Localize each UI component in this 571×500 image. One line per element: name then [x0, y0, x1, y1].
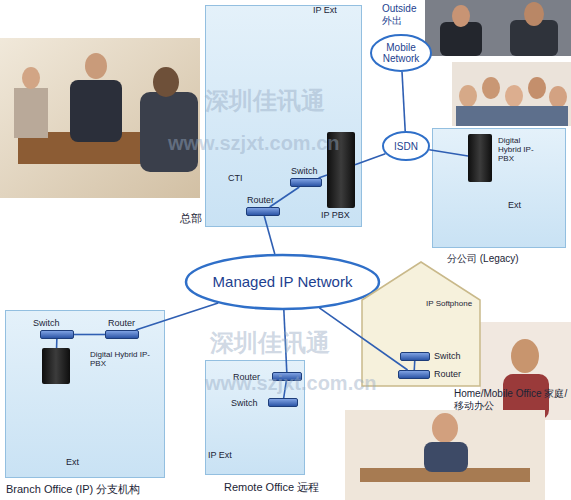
photo-person — [482, 77, 500, 99]
network-link — [355, 154, 385, 165]
switch-device: Switch — [40, 330, 74, 339]
network-link — [270, 187, 300, 207]
node-label: Digital Hybrid IP-PBX — [498, 136, 538, 164]
isdn-cloud: ISDN — [382, 131, 430, 161]
site-box: 总部IP PBXSwitchRouter — [205, 5, 362, 227]
photo-person — [140, 92, 198, 172]
node-label: Switch — [231, 398, 269, 408]
photo-person — [452, 5, 470, 27]
photo-person — [14, 88, 48, 138]
node-label: Home/Mobile Office 家庭/移动办公 — [454, 388, 570, 411]
network-cloud-outline — [186, 255, 379, 309]
node-label: Router — [108, 318, 148, 328]
photo-person — [524, 2, 544, 26]
network-link — [264, 216, 275, 254]
network-cloud: Managed IP Network — [185, 254, 380, 310]
group-photo — [452, 62, 571, 126]
pbx-unit: Digital Hybrid IP-PBX — [42, 348, 70, 384]
switch-device: Switch — [268, 398, 298, 407]
isdn-cloud-outline — [383, 132, 429, 160]
photo-person — [70, 80, 122, 142]
photo-person — [511, 339, 539, 373]
photo-person — [528, 77, 546, 99]
network-link — [136, 303, 218, 330]
photo-person — [85, 53, 107, 79]
network-cloud-outline — [371, 35, 431, 71]
pbx-unit: Digital Hybrid IP-PBX — [468, 134, 492, 182]
network-link — [56, 339, 58, 348]
site-box: Remote Office 远程RouterSwitch — [205, 360, 305, 475]
network-link — [429, 150, 468, 156]
node-label: Outside 外出 — [382, 3, 426, 26]
house-outline-shape — [362, 262, 480, 386]
node-label: ISDN — [382, 131, 430, 161]
site-box: Branch Office (IP) 分支机构SwitchRouterDigit… — [5, 310, 165, 478]
mobile-photo — [425, 0, 571, 56]
node-label: Remote Office 远程 — [224, 481, 354, 494]
node-label: Router — [247, 195, 287, 205]
node-label: Switch — [291, 166, 331, 176]
pbx-unit: IP PBX — [327, 132, 355, 208]
node-label: Router — [233, 372, 271, 382]
node-label: Router — [434, 369, 474, 379]
network-link — [402, 72, 405, 131]
network-link — [74, 334, 105, 336]
photo-person — [456, 106, 568, 126]
node-label: 总部 — [180, 212, 204, 225]
node-label: Switch — [434, 351, 474, 361]
router-device: Router — [398, 370, 430, 379]
watermark: 深圳佳讯通 — [210, 330, 330, 356]
photo-person — [549, 86, 567, 108]
node-label: Switch — [33, 318, 73, 328]
photo-person — [424, 442, 468, 472]
network-link — [284, 310, 287, 372]
switch-device: Switch — [290, 178, 322, 187]
switch-device: Switch — [400, 352, 430, 361]
router-device: Router — [272, 372, 302, 381]
photo-person — [432, 413, 458, 443]
router-device: Router — [105, 330, 139, 339]
house-outline-outline — [362, 262, 480, 386]
house-outline: Home/Mobile Office 家庭/移动办公SwitchRouter — [362, 262, 480, 386]
router-device: Router — [246, 207, 280, 216]
office-photo — [345, 410, 545, 500]
network-link — [319, 175, 327, 178]
node-label: IP PBX — [321, 210, 365, 220]
node-label: 分公司 (Legacy) — [447, 253, 571, 265]
network-cloud: Outside 外出Mobile Network — [370, 34, 432, 72]
photo-person — [440, 22, 482, 56]
meeting-photo — [0, 38, 200, 198]
network-link — [319, 308, 407, 370]
photo-person — [505, 85, 523, 107]
site-box: 分公司 (Legacy)Digital Hybrid IP-PBX — [432, 128, 566, 248]
photo-person — [459, 85, 477, 107]
network-link — [413, 361, 415, 370]
node-label: Managed IP Network — [185, 254, 380, 310]
node-label: Branch Office (IP) 分支机构 — [6, 483, 226, 496]
node-label: Mobile Network — [370, 34, 432, 72]
network-link — [284, 381, 287, 398]
node-label: Digital Hybrid IP-PBX — [90, 350, 152, 368]
photo-person — [153, 67, 179, 97]
photo-person — [22, 67, 40, 89]
